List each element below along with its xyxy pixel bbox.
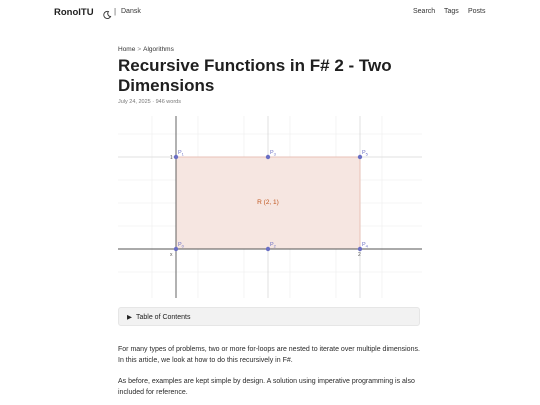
point-p2: P2 [265, 242, 277, 252]
svg-text:P3: P3 [270, 150, 277, 157]
grid-figure-svg: R (2, 1) 1 x 2 P0 P1 P2 P3 P4 P5 [118, 116, 422, 298]
nav-posts-link[interactable]: Posts [468, 8, 486, 15]
nav-tags-link[interactable]: Tags [444, 8, 459, 15]
svg-text:P4: P4 [362, 242, 369, 249]
rectangle-label: R (2, 1) [257, 199, 279, 206]
toc-label: Table of Contents [136, 313, 191, 321]
nav-search-link[interactable]: Search [413, 8, 436, 15]
y-tick-label: 1 [170, 155, 173, 161]
post-meta: July 24, 2025 · 946 words [118, 99, 181, 105]
breadcrumb-home[interactable]: Home [118, 46, 136, 53]
svg-text:P2: P2 [270, 242, 277, 249]
svg-text:P0: P0 [178, 242, 185, 249]
breadcrumb: Home>Algorithms [118, 46, 174, 53]
breadcrumb-separator: > [137, 46, 142, 53]
point-p4: P4 [357, 242, 369, 252]
grid-figure: R (2, 1) 1 x 2 P0 P1 P2 P3 P4 P5 [118, 116, 422, 298]
site-header: RonoITU | Dansk Search Tags Posts [0, 0, 540, 26]
point-p1: P1 [173, 150, 185, 160]
rectangle-r [175, 156, 361, 250]
point-p3: P3 [265, 150, 277, 160]
second-paragraph: As before, examples are kept simple by d… [118, 378, 415, 396]
site-logo[interactable]: RonoITU [54, 7, 94, 18]
point-p5: P5 [357, 150, 369, 160]
breadcrumb-section[interactable]: Algorithms [143, 46, 174, 53]
minor-grid [118, 116, 422, 298]
x-axis-label: x [170, 252, 173, 258]
language-link[interactable]: Dansk [121, 8, 141, 15]
svg-text:P5: P5 [362, 150, 369, 157]
intro-paragraph: For many types of problems, two or more … [118, 346, 420, 364]
point-p0: P0 [173, 242, 185, 252]
header-separator: | [114, 7, 117, 16]
x-tick-label: 2 [358, 252, 361, 258]
triangle-right-icon: ▶ [127, 314, 132, 321]
page-title: Recursive Functions in F# 2 - Two Dimens… [118, 56, 392, 95]
svg-text:P1: P1 [178, 150, 185, 157]
moon-icon[interactable] [102, 7, 112, 19]
table-of-contents-toggle[interactable]: ▶ Table of Contents [118, 307, 420, 326]
